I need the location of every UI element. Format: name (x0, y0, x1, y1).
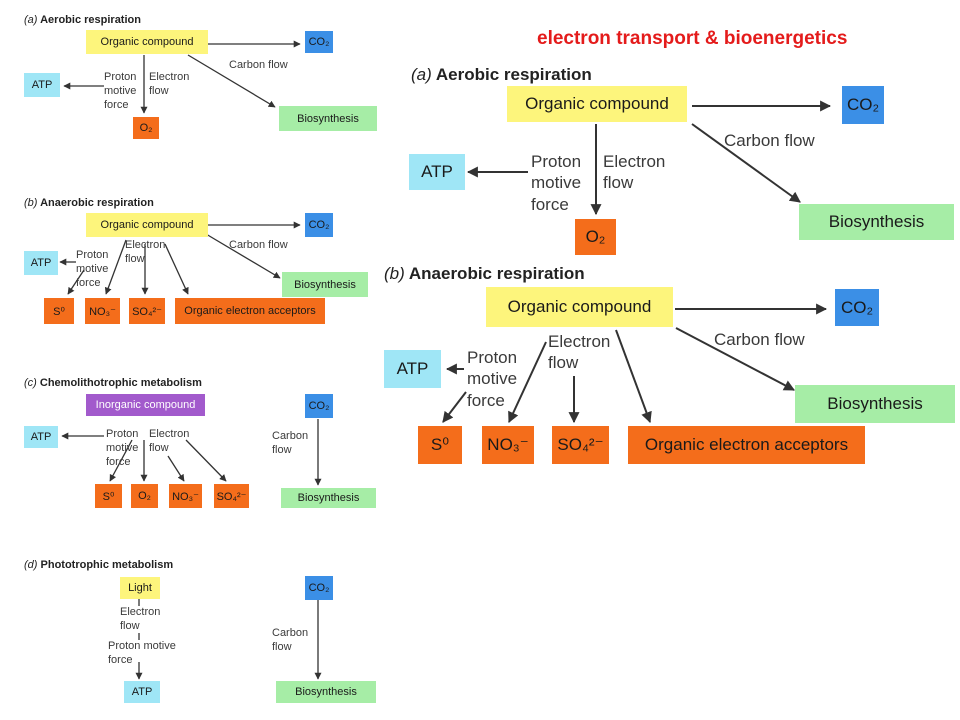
small-d-co2: CO₂ (305, 576, 333, 600)
arrow-sb-s0 (67, 269, 85, 295)
small-a-heading: (a) Aerobic respiration (24, 14, 141, 26)
large-a-organic-compound: Organic compound (507, 86, 687, 122)
small-d-atp: ATP (124, 681, 160, 703)
small-c-so4: SO₄²⁻ (214, 484, 249, 508)
arrow-sc-s0 (109, 439, 133, 482)
small-b-atp: ATP (24, 251, 58, 275)
large-b-biosynthesis: Biosynthesis (795, 385, 955, 423)
arrow-sb-no3 (104, 239, 127, 295)
small-c-o2: O₂ (131, 484, 158, 508)
small-b-so4: SO₄²⁻ (129, 298, 165, 324)
arrow-sa-bio (187, 54, 276, 108)
large-b-so4: SO₄²⁻ (552, 426, 609, 464)
small-a-co2: CO₂ (305, 31, 333, 53)
large-a-o2: O₂ (575, 219, 616, 255)
large-b-co2: CO₂ (835, 289, 879, 326)
small-c-atp: ATP (24, 426, 58, 448)
large-a-co2: CO₂ (842, 86, 884, 124)
large-b-carbon-flow-label: Carbon flow (714, 330, 805, 349)
small-c-heading: (c) Chemolithotrophic metabolism (24, 377, 202, 389)
arrow-sc-so4 (185, 439, 227, 482)
small-d-biosynthesis: Biosynthesis (276, 681, 376, 703)
arrow-lb-bio (675, 327, 795, 391)
small-b-no3: NO₃⁻ (85, 298, 120, 324)
arrow-lb-no3 (508, 341, 547, 423)
arrow-sc-no3 (167, 455, 185, 482)
arrow-lb-s0 (442, 391, 467, 423)
large-b-atp: ATP (384, 350, 441, 388)
large-b-no3: NO₃⁻ (482, 426, 534, 464)
small-c-co2: CO₂ (305, 394, 333, 418)
large-a-carbon-flow-label: Carbon flow (724, 131, 815, 150)
small-d-light: Light (120, 577, 160, 599)
large-b-heading: (b) Anaerobic respiration (384, 264, 585, 283)
small-b-biosynthesis: Biosynthesis (282, 272, 368, 297)
arrow-la-bio (691, 123, 801, 203)
small-a-atp: ATP (24, 73, 60, 97)
small-b-carbon-flow-label: Carbon flow (229, 239, 288, 251)
large-a-biosynthesis: Biosynthesis (799, 204, 954, 240)
large-a-atp: ATP (409, 154, 465, 190)
small-a-organic-compound: Organic compound (86, 30, 208, 54)
small-b-s0: S⁰ (44, 298, 74, 324)
small-c-s0: S⁰ (95, 484, 122, 508)
small-b-heading: (b) Anaerobic respiration (24, 197, 154, 209)
arrow-sb-bio (205, 233, 281, 279)
small-b-organic-acceptors: Organic electron acceptors (175, 298, 325, 324)
small-c-inorganic-compound: Inorganic compound (86, 394, 205, 416)
small-c-no3: NO₃⁻ (169, 484, 202, 508)
large-a-heading: (a) Aerobic respiration (411, 65, 592, 84)
large-b-organic-compound: Organic compound (486, 287, 673, 327)
small-a-carbon-flow-label: Carbon flow (229, 59, 288, 71)
small-a-biosynthesis: Biosynthesis (279, 106, 377, 131)
arrow-lb-org (615, 329, 652, 424)
page-title: electron transport & bioenergetics (537, 28, 848, 49)
arrow-sb-org (164, 243, 189, 295)
small-d-heading: (d) Phototrophic metabolism (24, 559, 174, 571)
small-b-organic-compound: Organic compound (86, 213, 208, 237)
large-b-organic-acceptors: Organic electron acceptors (628, 426, 865, 464)
small-b-co2: CO₂ (305, 213, 333, 237)
small-a-o2: O₂ (133, 117, 159, 139)
small-c-biosynthesis: Biosynthesis (281, 488, 376, 508)
large-b-s0: S⁰ (418, 426, 462, 464)
